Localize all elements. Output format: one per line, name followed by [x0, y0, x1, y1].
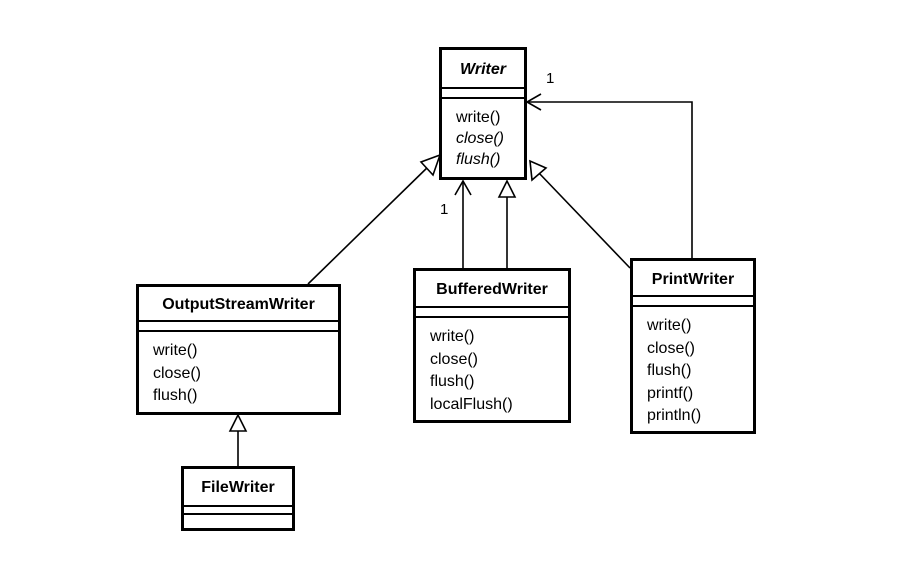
class-writer: Writer write() close() flush()	[439, 47, 527, 180]
method: flush()	[153, 387, 198, 404]
methods-compartment: write() close() flush()	[139, 332, 338, 408]
inheritance-arrowhead	[419, 153, 442, 177]
method: localFlush()	[430, 395, 513, 413]
methods-compartment: write() close() flush()	[442, 99, 524, 170]
class-name: BufferedWriter	[436, 281, 548, 298]
attributes-compartment	[416, 308, 568, 316]
method: close()	[647, 339, 696, 357]
class-bufferedwriter: BufferedWriter write() close() flush() l…	[413, 268, 571, 423]
divider	[416, 316, 568, 318]
methods-compartment: write() close() flush() localFlush()	[416, 318, 568, 416]
multiplicity-label: 1	[440, 201, 449, 218]
method: flush()	[456, 151, 501, 168]
attributes-compartment	[139, 322, 338, 330]
method: flush()	[647, 362, 692, 379]
method: write()	[647, 317, 692, 334]
attributes-compartment	[633, 297, 753, 305]
edge-printwriter-to-writer	[537, 171, 631, 269]
class-name: OutputStreamWriter	[162, 296, 315, 313]
method: flush()	[430, 373, 475, 390]
divider	[139, 330, 338, 332]
open-arrowhead	[454, 179, 472, 196]
method: write()	[430, 328, 475, 345]
class-outputstreamwriter: OutputStreamWriter write() close() flush…	[136, 284, 341, 415]
divider	[633, 295, 753, 297]
inheritance-arrowhead	[529, 159, 548, 182]
divider	[184, 513, 292, 515]
class-filewriter: FileWriter	[181, 466, 295, 531]
method: write()	[456, 109, 501, 126]
open-arrowhead	[525, 93, 542, 111]
method: println()	[647, 407, 702, 424]
inheritance-arrowhead	[228, 413, 248, 432]
class-printwriter: PrintWriter write() close() flush() prin…	[630, 258, 756, 434]
inheritance-arrowhead	[497, 179, 517, 198]
method: write()	[153, 342, 198, 359]
class-name: PrintWriter	[651, 271, 735, 288]
divider	[416, 306, 568, 308]
method: close()	[456, 130, 505, 147]
method: close()	[153, 364, 202, 382]
divider	[442, 97, 524, 99]
method: close()	[430, 350, 479, 368]
divider	[633, 305, 753, 307]
divider	[442, 87, 524, 89]
method: printf()	[647, 384, 694, 402]
attributes-compartment	[442, 89, 524, 97]
divider	[184, 505, 292, 507]
class-name: Writer	[460, 61, 506, 78]
methods-compartment: write() close() flush() printf() println…	[633, 307, 753, 428]
edge-printwriter-association-to-writer	[527, 101, 693, 258]
multiplicity-label: 1	[546, 70, 555, 87]
class-name: FileWriter	[201, 479, 275, 496]
divider	[139, 320, 338, 322]
edge-outputstreamwriter-to-writer	[307, 162, 433, 285]
